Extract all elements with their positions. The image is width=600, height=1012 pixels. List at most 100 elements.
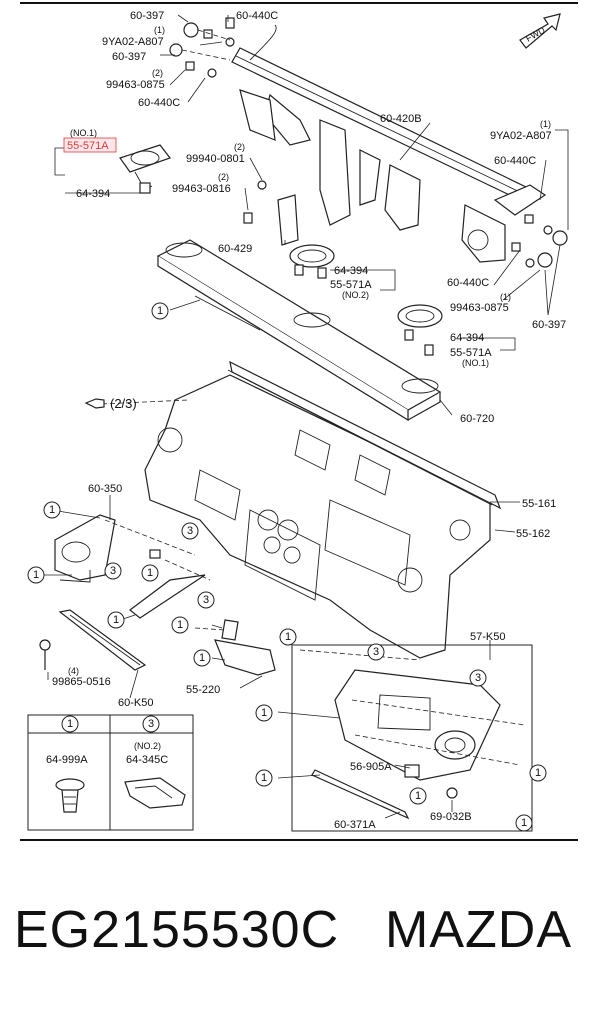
fasteners-upper-left: [169, 17, 235, 78]
upper-panel-60-720: [156, 239, 442, 422]
label-9ya02-a807: 9YA02-A807: [490, 130, 552, 142]
label-no1: (NO.1): [462, 358, 489, 368]
label-qty: (2): [234, 142, 245, 152]
callout-1: 1: [151, 302, 169, 320]
callout-1: 1: [193, 649, 211, 667]
callout-1: 1: [141, 564, 159, 582]
label-69-032b: 69-032B: [430, 811, 472, 823]
svg-text:1: 1: [67, 718, 73, 730]
callout-1: 1: [255, 704, 273, 722]
callout-1: 1: [279, 628, 297, 646]
lower-trim-60-k50: [39, 609, 147, 671]
label-99940-0801: 99940-0801: [186, 153, 245, 165]
fwd-arrow-icon: FWD: [519, 13, 561, 49]
svg-text:1: 1: [147, 567, 153, 579]
label-60-429: 60-429: [218, 243, 252, 255]
label-60-397: 60-397: [532, 319, 566, 331]
label-qty: (1): [154, 25, 165, 35]
label-64-394: 64-394: [334, 265, 368, 277]
label-no1: (NO.1): [70, 128, 97, 138]
svg-text:1: 1: [535, 767, 541, 779]
callout-1: 1: [107, 611, 125, 629]
label-57-k50: 57-K50: [470, 631, 505, 643]
callout-1: 1: [171, 616, 189, 634]
callout-3: 3: [104, 562, 122, 580]
svg-text:1: 1: [521, 817, 527, 829]
part-labels: 60-397 60-440C (1) 9YA02-A807 60-397 (2)…: [46, 10, 566, 831]
label-60-440c: 60-440C: [236, 10, 278, 22]
svg-text:1: 1: [261, 707, 267, 719]
label-60-350: 60-350: [88, 483, 122, 495]
callout-3: 3: [142, 715, 160, 733]
label-99463-0816: 99463-0816: [172, 183, 231, 195]
label-qty: (4): [68, 666, 79, 676]
legend-table: [27, 714, 194, 831]
callout-3: 3: [367, 643, 385, 661]
label-99865-0516: 99865-0516: [52, 676, 111, 688]
svg-text:1: 1: [157, 305, 163, 317]
svg-text:1: 1: [261, 772, 267, 784]
part-code: EG2155530C: [14, 901, 340, 959]
parts-diagram: FWD: [20, 2, 578, 841]
speaker-grille-right: [397, 304, 443, 356]
leader-lines: [40, 14, 569, 819]
label-55-571a-highlighted: 55-571A: [67, 140, 109, 152]
fasteners-right: [511, 214, 568, 268]
svg-text:3: 3: [373, 646, 379, 658]
label-64-394: 64-394: [76, 188, 110, 200]
svg-text:1: 1: [415, 790, 421, 802]
callout-1: 1: [255, 769, 273, 787]
label-60-371a: 60-371A: [334, 819, 376, 831]
label-60-397: 60-397: [112, 51, 146, 63]
speaker-grille-center: [289, 244, 335, 279]
callout-1: 1: [27, 566, 45, 584]
callout-1: 1: [43, 501, 61, 519]
callout-1: 1: [529, 764, 547, 782]
label-no2: (NO.2): [134, 741, 161, 751]
label-60-720: 60-720: [460, 413, 494, 425]
callouts-1: 1 1 1 1 1 1 1 1 1 1 1 1 1 1: [27, 302, 547, 832]
speaker-grille-left: [119, 144, 171, 194]
label-64-345c: 64-345C: [126, 754, 168, 766]
label-qty: (1): [500, 292, 511, 302]
callout-3: 3: [181, 522, 199, 540]
push-clip-icon: [55, 778, 85, 813]
brand-name: MAZDA: [385, 901, 572, 959]
svg-text:3: 3: [475, 672, 481, 684]
svg-text:1: 1: [49, 504, 55, 516]
label-55-571a: 55-571A: [330, 279, 372, 291]
label-64-999a: 64-999A: [46, 754, 88, 766]
svg-text:1: 1: [33, 569, 39, 581]
label-60-k50: 60-K50: [118, 697, 153, 709]
label-qty: (2): [218, 172, 229, 182]
svg-text:1: 1: [199, 652, 205, 664]
highlight-box: [63, 137, 117, 153]
label-ref-2-3: (2/3): [110, 396, 137, 411]
label-55-162: 55-162: [516, 528, 550, 540]
callout-3: 3: [197, 591, 215, 609]
svg-text:3: 3: [203, 594, 209, 606]
label-55-220: 55-220: [186, 684, 220, 696]
pointing-hand-icon: [84, 398, 105, 409]
svg-text:3: 3: [187, 525, 193, 537]
spring-clip-icon: [124, 777, 186, 809]
svg-text:1: 1: [113, 614, 119, 626]
label-60-420b: 60-420B: [380, 113, 422, 125]
label-no2: (NO.2): [342, 290, 369, 300]
bracket-55-220: [194, 619, 276, 676]
glovebox-frame: [291, 644, 533, 832]
label-60-440c: 60-440C: [447, 277, 489, 289]
label-9ya02-a807: 9YA02-A807: [102, 36, 164, 48]
svg-text:3: 3: [148, 718, 154, 730]
label-60-397: 60-397: [130, 10, 164, 22]
label-64-394: 64-394: [450, 332, 484, 344]
callout-3: 3: [469, 669, 487, 687]
svg-text:1: 1: [285, 631, 291, 643]
label-99463-0875: 99463-0875: [450, 302, 509, 314]
cross-member-beam: [231, 24, 547, 263]
dashboard-body: [144, 360, 502, 659]
callouts-3: 3 3 3 3 3 3: [104, 522, 487, 733]
label-55-161: 55-161: [522, 498, 556, 510]
label-55-571a: 55-571A: [450, 347, 492, 359]
label-60-440c: 60-440C: [494, 155, 536, 167]
